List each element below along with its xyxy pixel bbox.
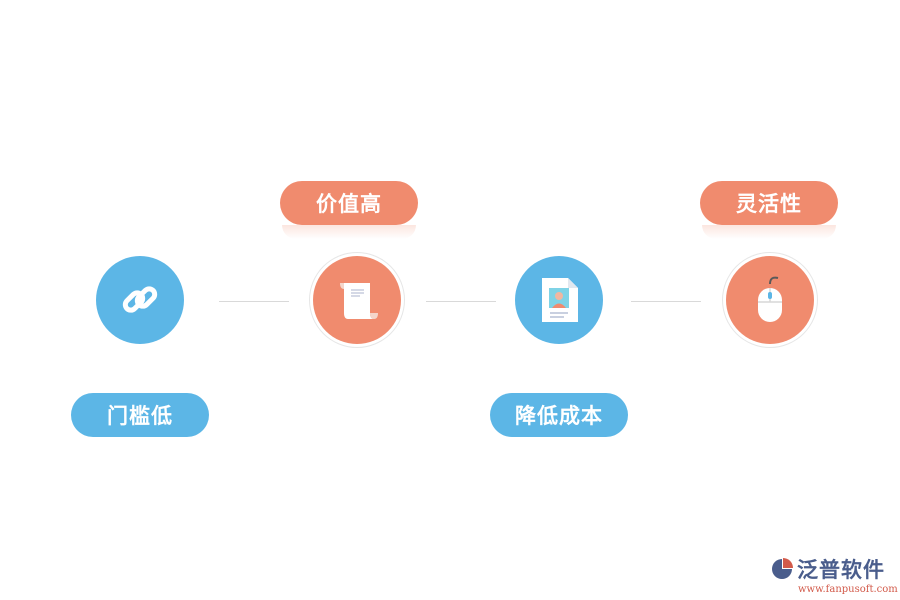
computer-mouse-icon	[758, 276, 782, 322]
brand-logo: 泛普软件 www.fanpusoft.com	[770, 554, 898, 595]
scroll-document-icon	[340, 283, 378, 319]
step-node-4	[726, 256, 814, 344]
label-pill-flexibility: 灵活性	[700, 181, 838, 225]
label-pill-low-threshold: 门槛低	[71, 393, 209, 437]
step-node-2	[313, 256, 401, 344]
pill-reflection	[282, 225, 416, 239]
brand-mark-icon	[772, 558, 793, 579]
pill-reflection	[702, 225, 836, 239]
brand-name: 泛普软件	[797, 558, 885, 582]
connector-line-2	[426, 301, 496, 302]
label-pill-value-high: 价值高	[280, 181, 418, 225]
brand-url: www.fanpusoft.com	[798, 584, 898, 595]
label-pill-reduce-cost: 降低成本	[490, 393, 628, 437]
connector-line-1	[219, 301, 289, 302]
connector-line-3	[631, 301, 701, 302]
step-node-3	[515, 256, 603, 344]
id-card-document-icon	[542, 278, 578, 322]
chain-link-icon	[122, 286, 158, 313]
step-node-1	[96, 256, 184, 344]
